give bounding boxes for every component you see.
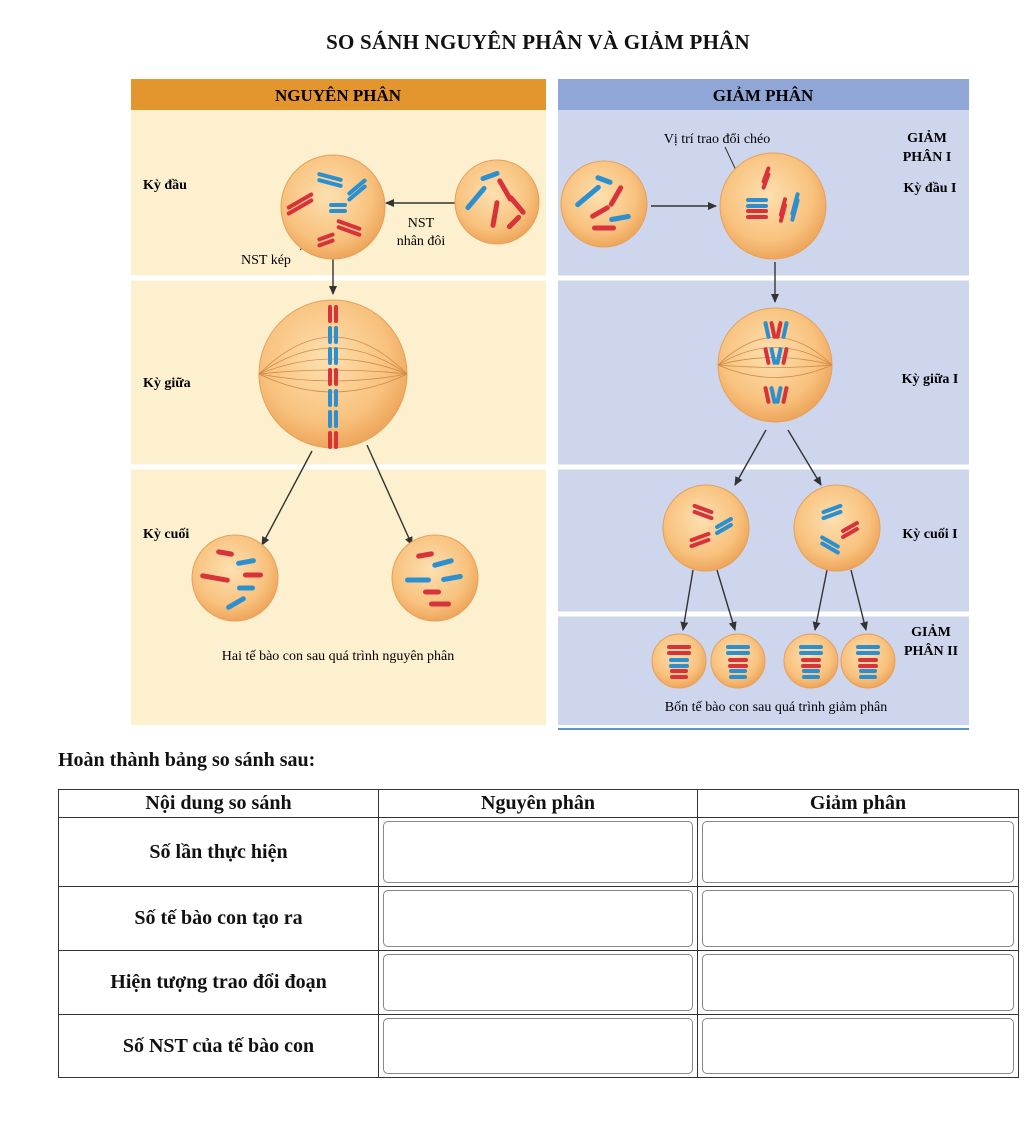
comparison-table: Nội dung so sánh Nguyên phân Giảm phân S… (58, 789, 1019, 1078)
meiosis-phase2-label-a: GIẢM (911, 623, 951, 640)
meiosis-header (558, 79, 969, 110)
label-replicated-2: nhân đôi (397, 234, 446, 249)
cell-metaphase (258, 299, 408, 449)
label-double-chromosome: NST kép (241, 253, 291, 268)
column-header-mitosis: Nguyên phân (378, 789, 698, 818)
cell-daughter-mitosis-2 (391, 534, 479, 622)
column-header-meiosis: Giảm phân (697, 789, 1019, 818)
mitosis-answer-cell (378, 1014, 698, 1078)
meiosis-answer-cell (697, 817, 1019, 887)
table-row: Số tế bào con tạo ra (58, 886, 1019, 951)
answer-meiosis-crossover[interactable] (702, 954, 1014, 1011)
table-row: Số lần thực hiện (58, 817, 1019, 887)
mitosis-meiosis-diagram: NGUYÊN PHÂN GIẢM PHÂN Kỳ đầu Kỳ giữa Kỳ … (131, 79, 969, 730)
worksheet-instruction: Hoàn thành bảng so sánh sau: (58, 749, 316, 771)
mitosis-answer-cell (378, 817, 698, 887)
cell-telophase-1a (662, 484, 750, 572)
stage-metaphase: Kỳ giữa (143, 376, 191, 391)
mitosis-caption: Hai tế bào con sau quá trình nguyên phân (222, 649, 455, 664)
criterion-cell: Số tế bào con tạo ra (58, 886, 379, 951)
cell-daughter-meiosis-4 (840, 633, 896, 689)
cell-daughter-meiosis-1 (651, 633, 707, 689)
cells (191, 152, 896, 689)
page-title: SO SÁNH NGUYÊN PHÂN VÀ GIẢM PHÂN (326, 30, 750, 54)
label-crossover: Vị trí trao đổi chéo (664, 132, 771, 147)
mitosis-header-label: NGUYÊN PHÂN (275, 86, 402, 105)
cell-metaphase-1 (717, 307, 833, 423)
cell-meiosis-interphase (560, 160, 648, 248)
meiosis-answer-cell (697, 1014, 1019, 1078)
meiosis-answer-cell (697, 886, 1019, 951)
stage-prophase: Kỳ đầu (143, 178, 187, 193)
stage-metaphase-1: Kỳ giữa I (902, 372, 959, 387)
criterion-cell: Hiện tượng trao đổi đoạn (58, 950, 379, 1015)
cell-telophase-1b (793, 484, 881, 572)
answer-mitosis-divisions[interactable] (383, 821, 693, 883)
stage-prophase-1: Kỳ đầu I (904, 181, 957, 196)
cell-interphase (454, 159, 540, 245)
cell-prophase (280, 154, 386, 260)
cell-daughter-mitosis-1 (191, 534, 279, 622)
criterion-cell: Số NST của tế bào con (58, 1014, 379, 1078)
column-header-criterion: Nội dung so sánh (58, 789, 379, 818)
answer-mitosis-crossover[interactable] (383, 954, 693, 1011)
meiosis-header-label: GIẢM PHÂN (713, 86, 814, 105)
mitosis-header (131, 79, 546, 110)
table-row: Số NST của tế bào con (58, 1014, 1019, 1078)
meiosis-phase1-label-b: PHÂN I (903, 148, 952, 165)
stage-telophase: Kỳ cuối (143, 527, 189, 542)
answer-mitosis-chromosome-number[interactable] (383, 1018, 693, 1074)
answer-meiosis-chromosome-number[interactable] (702, 1018, 1014, 1074)
table-row: Hiện tượng trao đổi đoạn (58, 950, 1019, 1015)
answer-meiosis-divisions[interactable] (702, 821, 1014, 883)
mitosis-answer-cell (378, 886, 698, 951)
meiosis-answer-cell (697, 950, 1019, 1015)
table-header-row: Nội dung so sánh Nguyên phân Giảm phân (58, 789, 1019, 818)
meiosis-phase1-label-a: GIẢM (907, 129, 947, 146)
cell-prophase-1 (719, 152, 827, 260)
cell-daughter-meiosis-2 (710, 633, 766, 689)
meiosis-caption: Bốn tế bào con sau quá trình giảm phân (665, 700, 887, 715)
stage-telophase-1: Kỳ cuối I (902, 527, 957, 542)
label-replicated-1: NST (408, 216, 435, 231)
answer-meiosis-daughter-cells[interactable] (702, 890, 1014, 947)
meiosis-phase2-label-b: PHÂN II (904, 642, 958, 659)
answer-mitosis-daughter-cells[interactable] (383, 890, 693, 947)
cell-daughter-meiosis-3 (783, 633, 839, 689)
mitosis-answer-cell (378, 950, 698, 1015)
criterion-cell: Số lần thực hiện (58, 817, 379, 887)
